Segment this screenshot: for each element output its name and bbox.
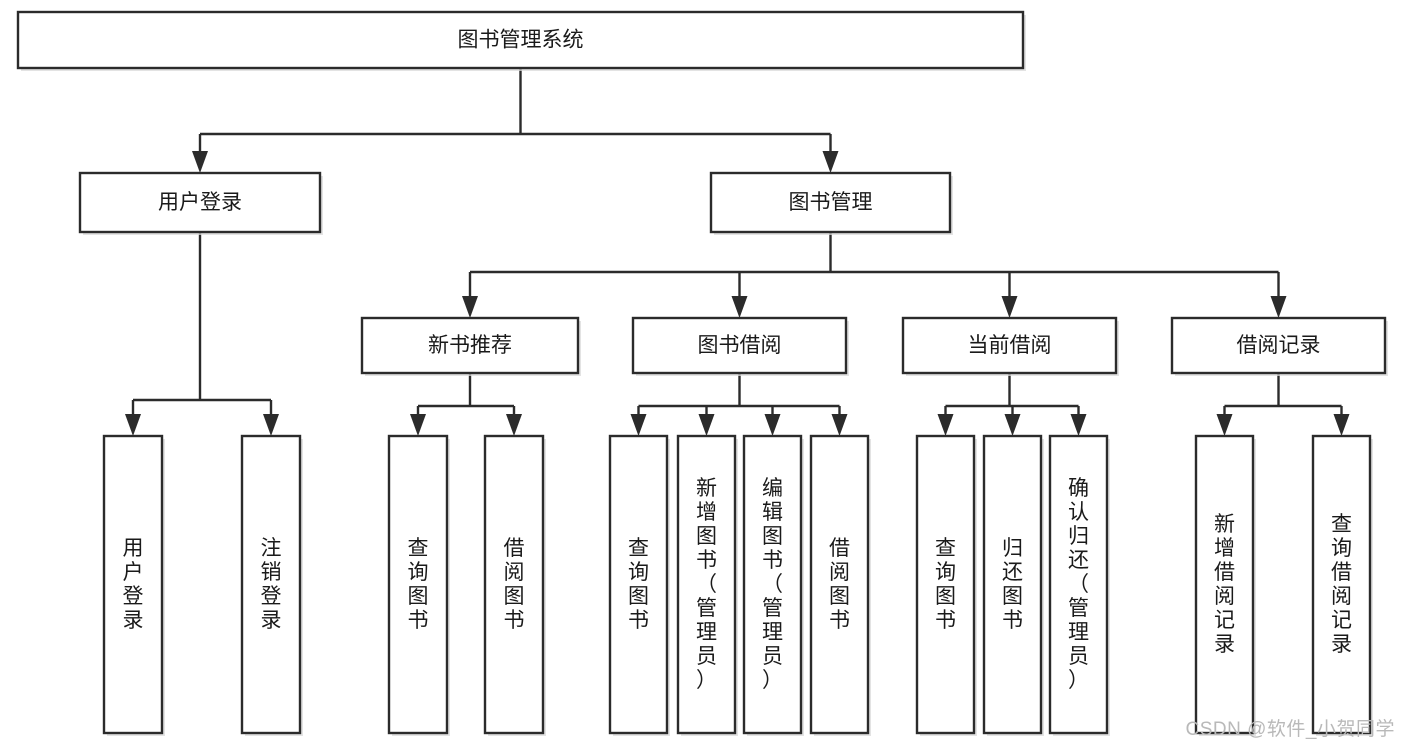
edge-arrowhead-icon [410,414,426,436]
node-l3_1[interactable]: 图书借阅 [631,316,849,376]
edge-arrowhead-icon [192,151,208,173]
node-label: 注销登录 [261,537,282,632]
node-l3_3[interactable]: 借阅记录 [1170,316,1388,376]
node-label: 编辑图书（管理员） [762,477,783,692]
edge-arrowhead-icon [831,414,848,436]
node-box[interactable] [915,434,976,735]
edge-group-l3_0 [410,373,522,436]
node-box[interactable] [1170,316,1387,375]
node-box[interactable] [240,434,302,735]
node-l4_7[interactable]: 借阅图书 [809,434,871,736]
node-label: 查询借阅记录 [1331,513,1352,656]
edge-group-l3_1 [630,373,848,436]
node-label: 归还图书 [1002,537,1023,632]
edge-arrowhead-icon [1333,414,1350,436]
node-l4_8[interactable]: 查询图书 [915,434,977,736]
edge-arrowhead-icon [630,414,647,436]
node-l4_6[interactable]: 编辑图书（管理员） [742,434,804,736]
node-label: 借阅图书 [504,537,525,632]
nodes-layer: 图书管理系统用户登录图书管理新书推荐图书借阅当前借阅借阅记录用户登录注销登录查询… [16,10,1388,736]
node-l4_11[interactable]: 新增借阅记录 [1194,434,1256,736]
edge-arrowhead-icon [1001,296,1018,318]
node-box[interactable] [901,316,1118,375]
edge-arrowhead-icon [937,414,954,436]
edge-arrowhead-icon [822,151,839,173]
node-box[interactable] [982,434,1043,735]
node-l4_10[interactable]: 确认归还（管理员） [1048,434,1110,736]
edge-arrowhead-icon [263,414,279,436]
node-box[interactable] [360,316,580,375]
node-box[interactable] [709,171,952,234]
node-label: 借阅记录 [1237,334,1321,357]
node-label: 图书管理系统 [458,29,584,52]
node-l4_5[interactable]: 新增图书（管理员） [676,434,738,736]
edge-group-root [192,68,839,173]
node-label: 当前借阅 [968,334,1052,357]
node-label: 用户登录 [123,537,144,632]
node-l4_0[interactable]: 用户登录 [102,434,165,736]
edge-arrowhead-icon [1270,296,1287,318]
node-label: 查询图书 [628,537,649,632]
node-box[interactable] [483,434,545,735]
node-box[interactable] [1194,434,1255,735]
edge-arrowhead-icon [506,414,522,436]
node-box[interactable] [608,434,669,735]
node-root[interactable]: 图书管理系统 [16,10,1026,71]
edge-group-l3_3 [1216,373,1350,436]
node-l4_3[interactable]: 借阅图书 [483,434,546,736]
node-label: 新增图书（管理员） [696,477,717,692]
node-l4_4[interactable]: 查询图书 [608,434,670,736]
edges-layer [125,68,1350,436]
edge-group-l2_0 [125,232,279,436]
edge-arrowhead-icon [764,414,781,436]
node-label: 新增借阅记录 [1214,513,1235,656]
edge-group-l3_2 [937,373,1087,436]
node-l2_0[interactable]: 用户登录 [78,171,323,235]
node-l4_1[interactable]: 注销登录 [240,434,303,736]
node-l3_2[interactable]: 当前借阅 [901,316,1119,376]
node-l2_1[interactable]: 图书管理 [709,171,953,235]
node-label: 借阅图书 [829,537,850,632]
node-label: 确认归还（管理员） [1068,477,1089,692]
edge-arrowhead-icon [1070,414,1087,436]
node-l3_0[interactable]: 新书推荐 [360,316,581,376]
node-label: 图书管理 [789,191,873,214]
edge-arrowhead-icon [698,414,715,436]
node-box[interactable] [387,434,449,735]
node-l4_12[interactable]: 查询借阅记录 [1311,434,1373,736]
node-box[interactable] [809,434,870,735]
node-label: 新书推荐 [428,334,512,357]
node-box[interactable] [1048,434,1109,735]
node-label: 查询图书 [935,537,956,632]
node-box[interactable] [78,171,322,234]
node-box[interactable] [102,434,164,735]
node-box[interactable] [742,434,803,735]
node-box[interactable] [16,10,1025,70]
edge-arrowhead-icon [1216,414,1233,436]
node-label: 查询图书 [408,537,429,632]
node-l4_9[interactable]: 归还图书 [982,434,1044,736]
edge-arrowhead-icon [1004,414,1021,436]
node-l4_2[interactable]: 查询图书 [387,434,450,736]
node-label: 图书借阅 [698,334,782,357]
edge-arrowhead-icon [125,414,141,436]
edge-arrowhead-icon [731,296,748,318]
node-label: 用户登录 [158,191,242,214]
node-box[interactable] [631,316,848,375]
edge-arrowhead-icon [462,296,478,318]
edge-group-l2_1 [462,232,1287,318]
node-box[interactable] [676,434,737,735]
node-box[interactable] [1311,434,1372,735]
